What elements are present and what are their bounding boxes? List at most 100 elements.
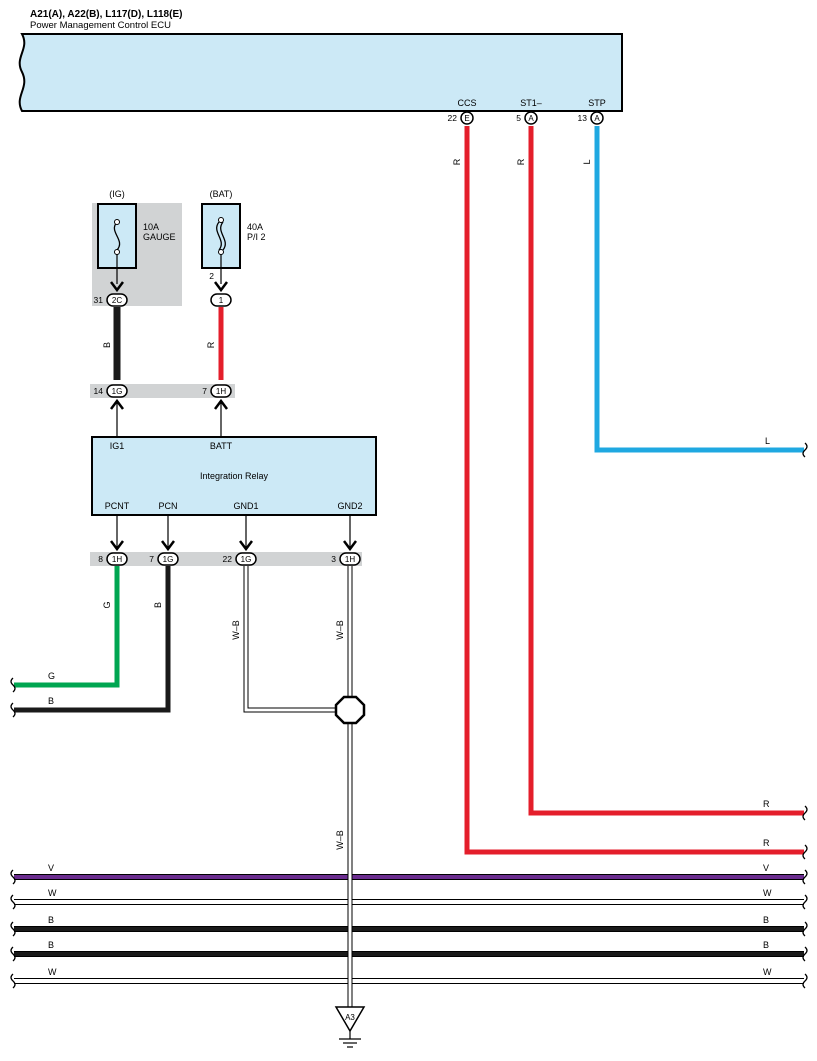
wire-ccs-color: R	[452, 158, 462, 165]
fuse-ig-name: GAUGE	[143, 232, 176, 242]
fuse-ig-pin-num: 31	[94, 295, 104, 305]
wire-ccs	[464, 126, 804, 855]
bus-line-label-left: B	[48, 940, 54, 950]
wire-st1-color: R	[516, 158, 526, 165]
break-mark-right	[802, 973, 808, 989]
wire-pcnt-color: G	[102, 601, 112, 608]
wire-pcn-color: B	[153, 602, 163, 608]
wire-ground-trunk-color: W–B	[335, 830, 345, 850]
break-mark-right	[802, 844, 808, 860]
relay-bottom-pin-num-pcn: 7	[149, 554, 154, 564]
relay-bottom-pin-num-pcnt: 8	[98, 554, 103, 564]
break-mark-right	[802, 442, 808, 458]
break-mark-left	[10, 869, 16, 885]
fuse-ig-rating: 10A	[143, 222, 159, 232]
break-mark-right	[802, 946, 808, 962]
exit-label-st1: R	[763, 799, 770, 809]
splice-point	[334, 695, 366, 725]
relay-top-pin-num-batt: 7	[202, 386, 207, 396]
wire-fuse-ig-color: B	[102, 342, 112, 348]
wire-gnd1-color: W–B	[231, 620, 241, 640]
relay-bottom-connector-pcnt: 1H 8	[98, 552, 128, 566]
svg-text:1H: 1H	[216, 387, 226, 396]
bus-line-label-right: W	[763, 967, 772, 977]
relay-pin-gnd1: GND1	[233, 501, 258, 511]
wire-stp	[594, 126, 804, 453]
fuse-bat-connector: 1	[210, 293, 232, 307]
relay-pin-gnd2: GND2	[337, 501, 362, 511]
wire-break-marks	[10, 442, 808, 989]
ecu-pin-stp-name: STP	[588, 98, 606, 108]
ecu-pin-st1-name: ST1–	[520, 98, 542, 108]
svg-text:A: A	[528, 114, 534, 123]
break-mark-left	[10, 946, 16, 962]
relay-bottom-connector-gnd2: 1H 3	[331, 552, 361, 566]
wire-pcn	[14, 566, 171, 713]
svg-text:2C: 2C	[112, 296, 122, 305]
relay-bottom-connector-pcn: 1G 7	[149, 552, 179, 566]
fuse-ig-connector: 2C 31	[94, 293, 128, 307]
relay-bottom-connector-band	[90, 552, 362, 566]
bus-line-label-right: V	[763, 863, 769, 873]
break-mark-left	[10, 921, 16, 937]
relay-pin-pcnt: PCNT	[105, 501, 130, 511]
integration-relay-box	[91, 436, 377, 516]
break-mark-right	[802, 921, 808, 937]
svg-text:1H: 1H	[345, 555, 355, 564]
diagram-title: A21(A), A22(B), L117(D), L118(E)	[30, 9, 182, 20]
relay-top-pin-num-ig1: 14	[94, 386, 104, 396]
fuse-bat-source: (BAT)	[210, 189, 233, 199]
break-mark-right	[802, 869, 808, 885]
relay-bottom-pin-num-gnd2: 3	[331, 554, 336, 564]
svg-text:A: A	[594, 114, 600, 123]
ecu-box	[18, 33, 623, 112]
svg-text:1G: 1G	[112, 387, 123, 396]
bus-line-label-left: B	[48, 915, 54, 925]
break-mark-left	[10, 973, 16, 989]
svg-text:E: E	[464, 114, 469, 123]
bus-line-label-right: B	[763, 940, 769, 950]
relay-top-connector-batt: 1H 7	[202, 384, 232, 398]
exit-label-stp: L	[765, 436, 770, 446]
break-mark-right	[802, 805, 808, 821]
break-mark-left	[10, 894, 16, 910]
relay-bottom-connector-gnd1: 1G 22	[223, 552, 257, 566]
relay-pin-ig1: IG1	[110, 441, 125, 451]
svg-text:1H: 1H	[112, 555, 122, 564]
wire-st1	[528, 126, 804, 816]
bus-line-label-left: W	[48, 967, 57, 977]
svg-text:1G: 1G	[163, 555, 174, 564]
exit-label-pcn: B	[48, 696, 54, 706]
ground-symbol	[334, 1006, 366, 1048]
wire-pcnt	[14, 566, 120, 688]
fuse-ig-source: (IG)	[109, 189, 125, 199]
exit-label-ccs: R	[763, 838, 770, 848]
ground-label: A3	[345, 1013, 355, 1022]
break-mark-left	[10, 702, 16, 718]
ecu-pin-ccs-name: CCS	[457, 98, 476, 108]
relay-title: Integration Relay	[200, 471, 269, 481]
relay-pin-pcn: PCN	[158, 501, 177, 511]
break-mark-right	[802, 894, 808, 910]
relay-bottom-pin-num-gnd1: 22	[223, 554, 233, 564]
ecu-pin-stp-num: 13	[578, 113, 588, 123]
wire-gnd1	[243, 566, 348, 713]
ecu-pin-ccs-num: 22	[448, 113, 458, 123]
fuse-bat-name: P/I 2	[247, 232, 266, 242]
exit-label-pcnt: G	[48, 671, 55, 681]
relay-pin-batt: BATT	[210, 441, 233, 451]
bus-line-label-left: W	[48, 888, 57, 898]
fuse-bat-lead-num: 2	[209, 271, 214, 281]
bus-line-label-left: V	[48, 863, 54, 873]
fuse-bat-rating: 40A	[247, 222, 263, 232]
ecu-subtitle: Power Management Control ECU	[30, 20, 171, 31]
ecu-connector-st1: A 5	[516, 111, 538, 125]
wire-fuse-bat-color: R	[206, 341, 216, 348]
relay-top-connector-ig1: 1G 14	[94, 384, 128, 398]
bus-line-label-right: B	[763, 915, 769, 925]
